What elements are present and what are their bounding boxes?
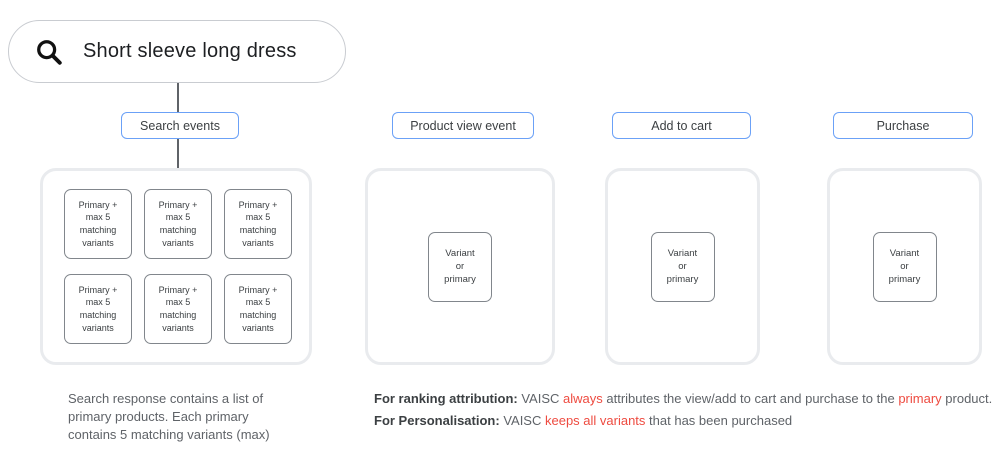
search-response-note: Search response contains a list of prima… [68,391,270,442]
ranking-attribution-note: For ranking attribution: VAISC always at… [374,390,992,407]
ranking-highlight-primary: primary [898,391,942,406]
variant-or-primary-card: Variant or primary [872,231,937,302]
primary-variants-card: Primary + max 5 matching variants [224,274,292,344]
label-product-view-event[interactable]: Product view event [392,112,534,139]
label-product-view-event-text: Product view event [410,118,516,133]
primary-variants-card: Primary + max 5 matching variants [224,189,292,259]
label-search-events-text: Search events [140,118,220,133]
product-view-container: Variant or primary [365,168,555,365]
label-search-events[interactable]: Search events [121,112,239,139]
ranking-highlight-always: always [563,391,603,406]
label-purchase[interactable]: Purchase [833,112,973,139]
variant-or-primary-card: Variant or primary [650,231,715,302]
primary-variants-card: Primary + max 5 matching variants [144,189,212,259]
ranking-text-1: VAISC [517,391,563,406]
variant-or-primary-card: Variant or primary [428,231,492,302]
personalisation-text-2: that has been purchased [645,413,793,428]
label-add-to-cart-text: Add to cart [651,118,712,133]
ranking-text-2: attributes the view/add to cart and purc… [602,391,899,406]
search-events-container: Primary + max 5 matching variants Primar… [40,168,312,365]
label-purchase-text: Purchase [876,118,930,133]
personalisation-label: For Personalisation: [374,413,500,428]
primary-variants-card: Primary + max 5 matching variants [144,274,212,344]
add-to-cart-container: Variant or primary [605,168,760,365]
search-input[interactable]: Short sleeve long dress [8,20,346,83]
primary-variants-card: Primary + max 5 matching variants [64,189,132,259]
label-add-to-cart[interactable]: Add to cart [612,112,751,139]
personalisation-text-1: VAISC [499,413,545,428]
search-query-text: Short sleeve long dress [83,40,297,62]
personalisation-highlight-variants: keeps all variants [544,413,646,428]
search-icon [35,38,63,66]
ranking-attribution-label: For ranking attribution: [374,391,518,406]
attribution-notes: For ranking attribution: VAISC always at… [374,390,992,434]
purchase-container: Variant or primary [827,168,982,365]
primary-variants-card: Primary + max 5 matching variants [64,274,132,344]
ranking-text-3: product. [941,391,993,406]
personalisation-note: For Personalisation: VAISC keeps all var… [374,412,992,429]
